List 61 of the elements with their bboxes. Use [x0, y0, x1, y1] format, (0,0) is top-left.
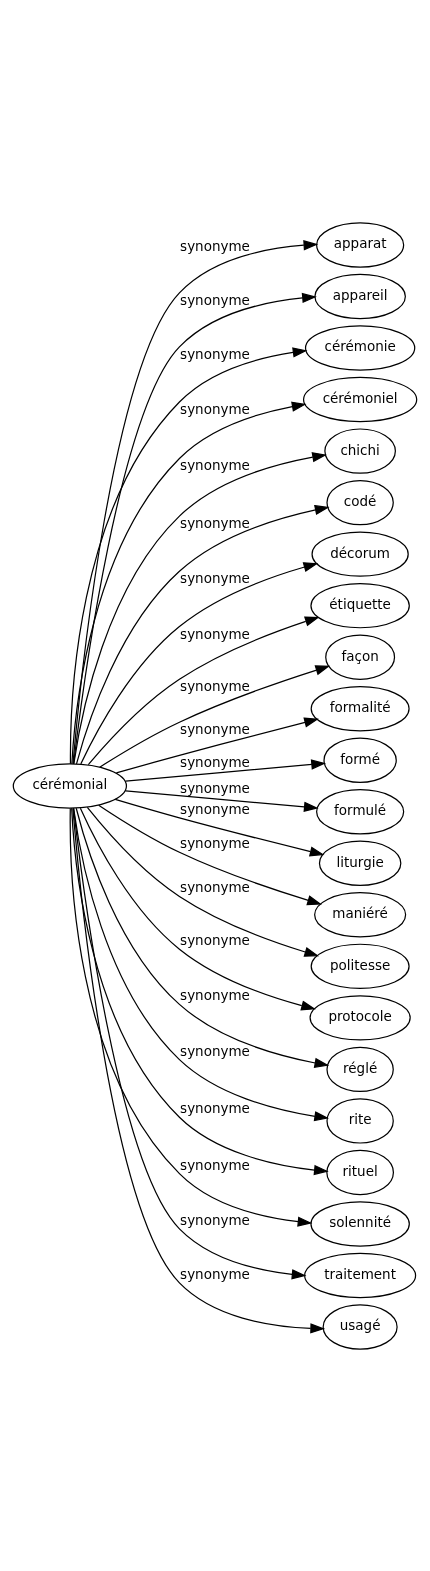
edge-label: synonyme [180, 1099, 250, 1116]
arrow [73, 451, 327, 764]
node-ellipse: protocole [309, 994, 411, 1041]
node-ellipse: apparat [316, 221, 405, 268]
edge-label: synonyme [180, 625, 250, 642]
edge-label: synonyme [180, 1042, 250, 1059]
node-ellipse: cérémonial [12, 762, 128, 809]
node-ellipse: formalité [310, 685, 410, 731]
arrow [114, 798, 325, 857]
node-ellipse: usagé [322, 1303, 398, 1350]
node-ellipse: rite [326, 1097, 394, 1144]
arrow [75, 504, 330, 764]
edge-label: synonyme [180, 345, 250, 362]
arrow [87, 616, 320, 765]
arrow [75, 807, 330, 1068]
node-ellipse: appareil [314, 273, 406, 319]
node-ellipse: politesse [310, 943, 410, 989]
node-ellipse: liturgie [318, 840, 402, 886]
arrow [124, 789, 319, 812]
node-ellipse: traitement [304, 1252, 417, 1298]
edge-label: synonyme [180, 720, 250, 737]
arrow [80, 561, 319, 764]
arrow [72, 807, 326, 1333]
node-ellipse: réglé [326, 1046, 394, 1092]
edge-label: synonyme [180, 237, 250, 254]
node-ellipse: cérémoniel [302, 376, 418, 422]
edge-label: synonyme [180, 753, 250, 770]
node-ellipse: décorum [311, 530, 409, 577]
arrow [124, 758, 326, 782]
arrow [73, 807, 330, 1121]
edge-label: synonyme [180, 456, 250, 473]
arrow [71, 807, 329, 1175]
edge-label: synonyme [180, 1156, 250, 1173]
arrow [79, 807, 316, 1011]
edge-label: synonyme [180, 569, 250, 586]
edge-label: synonyme [180, 291, 250, 308]
node-ellipse: cérémonie [304, 324, 416, 371]
arrow [86, 806, 320, 957]
edge-label: synonyme [180, 931, 250, 948]
edge-label: synonyme [180, 1211, 250, 1228]
node-ellipse: codé [326, 479, 394, 525]
node-ellipse: façon [325, 634, 396, 680]
node-ellipse: chichi [324, 427, 396, 474]
edge-label: synonyme [180, 834, 250, 851]
edge-label: synonyme [180, 1265, 250, 1282]
edge-label: synonyme [180, 986, 250, 1003]
edge-label: synonyme [180, 878, 250, 895]
node-ellipse: formé [323, 737, 397, 783]
edge-label: synonyme [180, 677, 250, 694]
node-ellipse: étiquette [310, 582, 410, 628]
node-ellipse: formulé [316, 788, 405, 834]
edge-label: synonyme [180, 400, 250, 417]
arrow [98, 804, 322, 905]
node-ellipse: solennité [310, 1200, 410, 1247]
arrow [99, 664, 331, 768]
arrow [115, 716, 319, 774]
edge-label: synonyme [180, 779, 250, 796]
edge-label: synonyme [180, 800, 250, 817]
node-ellipse: maniéré [314, 891, 407, 937]
edge-label: synonyme [180, 514, 250, 531]
node-ellipse: rituel [326, 1149, 394, 1195]
